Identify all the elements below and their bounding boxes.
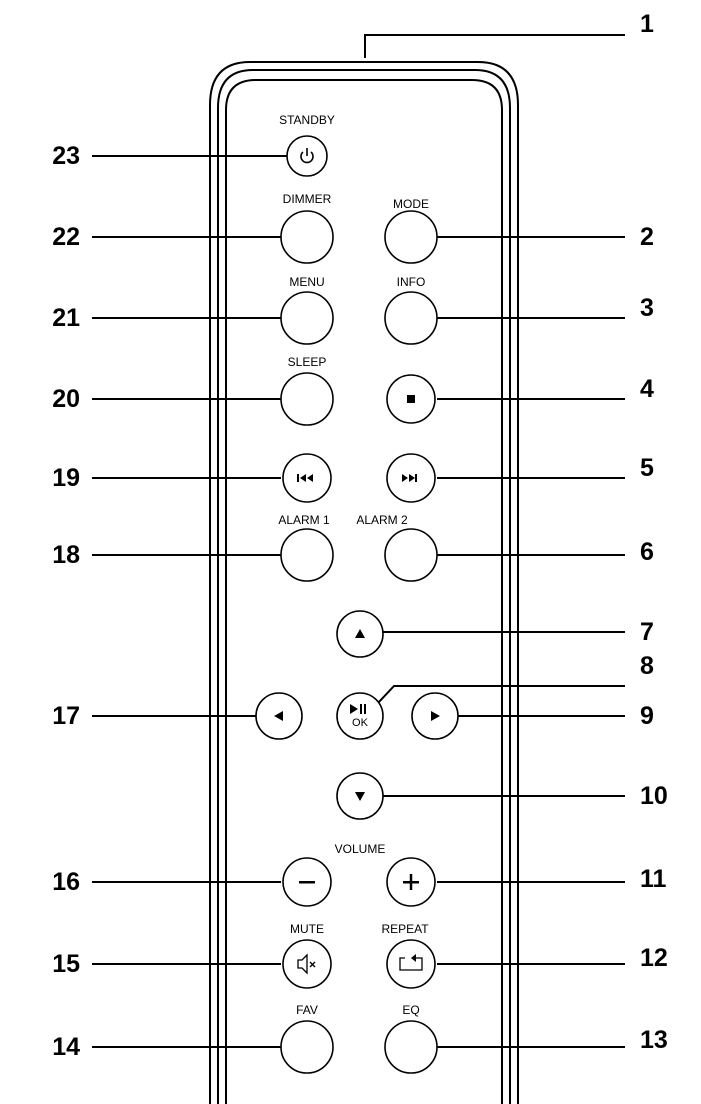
callout-9: 9 [640, 702, 654, 730]
callout-13: 13 [640, 1026, 668, 1054]
mute-label: MUTE [290, 922, 324, 936]
callout-12: 12 [640, 944, 668, 972]
mode-button[interactable] [384, 210, 438, 264]
mute-icon [297, 953, 316, 975]
power-icon [300, 148, 314, 164]
callout-6: 6 [640, 538, 654, 566]
alarm1-label: ALARM 1 [278, 513, 330, 527]
menu-label: MENU [289, 275, 325, 289]
mode-label: MODE [393, 197, 429, 211]
arrow-down-icon [355, 792, 365, 801]
info-button[interactable] [384, 291, 438, 345]
play-pause-icon [350, 704, 366, 714]
callout-14: 14 [52, 1033, 80, 1061]
callout-19: 19 [52, 464, 80, 492]
callout-1: 1 [640, 10, 654, 38]
menu-button[interactable] [280, 291, 334, 345]
callout-22: 22 [52, 223, 80, 251]
callout-20: 20 [52, 385, 80, 413]
callout-3: 3 [640, 294, 654, 322]
eq-button[interactable] [384, 1020, 438, 1074]
callout-11: 11 [640, 865, 667, 893]
eq-label: EQ [402, 1003, 420, 1017]
minus-icon [299, 881, 315, 884]
callout-4: 4 [640, 375, 654, 403]
repeat-label: REPEAT [381, 922, 429, 936]
leader-8 [377, 685, 625, 704]
callout-7: 7 [640, 618, 654, 646]
leader-lines [92, 34, 625, 1048]
dimmer-label: DIMMER [282, 192, 332, 206]
repeat-button[interactable] [386, 939, 436, 989]
repeat-icon [399, 954, 423, 971]
arrow-up-icon [355, 629, 365, 638]
stop-icon [407, 395, 415, 403]
callout-10: 10 [640, 782, 668, 810]
skip-next-icon [402, 474, 417, 482]
info-label: INFO [396, 275, 426, 289]
callout-17: 17 [52, 702, 80, 730]
callout-15: 15 [52, 950, 80, 978]
volume-label: VOLUME [334, 842, 386, 856]
alarm2-button[interactable] [384, 528, 438, 582]
ok-label: OK [352, 717, 368, 729]
callout-2: 2 [640, 223, 654, 251]
arrow-left-icon [274, 711, 283, 721]
callout-5: 5 [640, 454, 654, 482]
leader-1 [364, 34, 625, 58]
callout-21: 21 [52, 304, 80, 332]
remote-body [209, 61, 519, 1104]
sleep-label: SLEEP [287, 355, 327, 369]
ok-button[interactable] [336, 692, 384, 740]
dimmer-button[interactable] [280, 210, 334, 264]
callout-16: 16 [52, 868, 80, 896]
standby-label: STANDBY [279, 113, 335, 127]
fav-label: FAV [296, 1003, 318, 1017]
sleep-button[interactable] [280, 372, 334, 426]
callout-23: 23 [52, 142, 80, 170]
callout-8: 8 [640, 652, 654, 680]
skip-previous-icon [297, 474, 313, 482]
callout-18: 18 [52, 541, 80, 569]
alarm2-label: ALARM 2 [356, 513, 408, 527]
plus-icon [403, 874, 419, 890]
fav-button[interactable] [280, 1020, 334, 1074]
alarm1-button[interactable] [280, 528, 334, 582]
arrow-right-icon [431, 711, 440, 721]
